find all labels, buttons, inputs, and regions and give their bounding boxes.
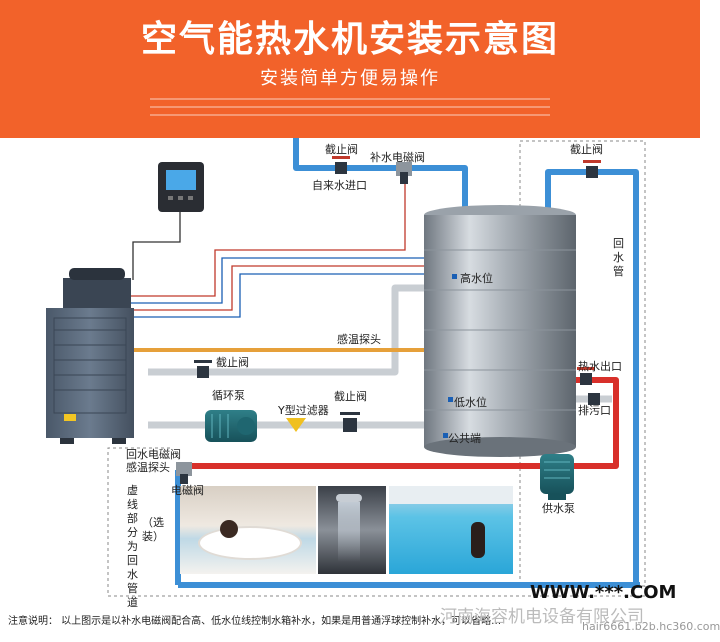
- shutoff-valve-right-icon: [583, 160, 601, 178]
- y-filter-icon: [286, 418, 306, 432]
- label-tap-water-inlet: 自来水进口: [312, 179, 367, 192]
- solenoid-valve-icon: [176, 462, 192, 484]
- label-shutoff-valve-low: 截止阀: [334, 390, 367, 403]
- installation-diagram: [46, 138, 646, 597]
- refill-solenoid-valve-icon: [396, 162, 412, 184]
- label-temp-probe: 感温探头: [337, 333, 381, 346]
- control-wires: [128, 178, 456, 436]
- watermark-www: WWW.***.COM: [530, 582, 677, 603]
- label-dashed-note: 虚线部分为回水管道: [127, 484, 138, 609]
- decorative-line: [150, 106, 550, 108]
- label-refill-solenoid-valve: 补水电磁阀: [370, 151, 425, 164]
- label-high-water-level: 高水位: [460, 272, 493, 285]
- valves: [176, 156, 601, 484]
- label-shutoff-valve-right: 截止阀: [570, 143, 603, 156]
- label-low-water-level: 低水位: [454, 396, 487, 409]
- label-supply-pump: 供水泵: [542, 502, 575, 515]
- label-return-solenoid-temp-probe: 回水电磁阀 感温探头: [126, 448, 181, 474]
- shower-photo: [318, 486, 386, 574]
- footer-note: 注意说明： 以上图示是以补水电磁阀配合高、低水位线控制水箱补水，如果是用普通浮球…: [8, 616, 502, 627]
- label-shutoff-valve-top: 截止阀: [325, 143, 358, 156]
- bathtub-photo: [180, 486, 316, 574]
- label-drain-outlet: 排污口: [578, 404, 611, 417]
- page-title: 空气能热水机安装示意图: [140, 19, 559, 60]
- label-hot-water-outlet: 热水出口: [578, 360, 622, 373]
- wired-controller: [158, 162, 204, 212]
- label-shutoff-valve-mid: 截止阀: [216, 356, 249, 369]
- water-tank: [424, 205, 576, 457]
- circulation-pump-icon: [205, 410, 257, 442]
- label-return-pipe: 回水管: [613, 237, 624, 278]
- watermark-company: 河南海容机电设备有限公司: [440, 607, 644, 627]
- header-banner: 空气能热水机安装示意图 安装简单方便易操作: [0, 0, 700, 138]
- decorative-line: [150, 98, 550, 100]
- shutoff-valve-top-icon: [332, 156, 350, 174]
- supply-pump-icon: [540, 454, 574, 500]
- hot-outlet-valve-icon: [577, 367, 595, 385]
- swimming-pool-photo: [389, 486, 513, 574]
- watermark-site: hair6661.b2b.hc360.com: [582, 620, 720, 633]
- label-common-terminal: 公共端: [448, 432, 481, 445]
- heat-pump-unit: [46, 268, 134, 444]
- label-circulation-pump: 循环泵: [212, 389, 245, 402]
- shutoff-valve-low-icon: [340, 412, 360, 432]
- label-solenoid-valve: 电磁阀: [171, 484, 204, 497]
- page-subtitle: 安装简单方便易操作: [260, 68, 440, 89]
- label-optional: （选装）: [142, 516, 164, 543]
- shutoff-valve-mid-icon: [194, 360, 212, 378]
- drain-valve-icon: [588, 393, 600, 405]
- decorative-line: [150, 114, 550, 116]
- label-y-filter: Y型过滤器: [278, 404, 329, 417]
